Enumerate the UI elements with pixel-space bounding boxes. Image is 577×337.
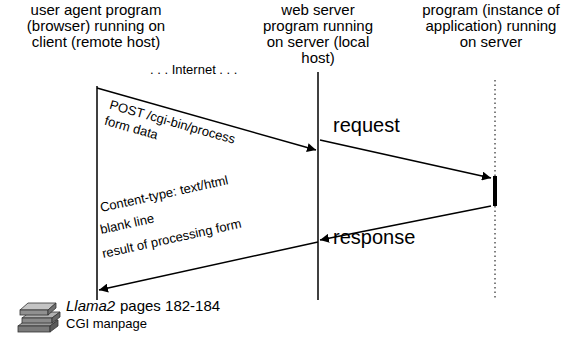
reference-manpage: CGI manpage (66, 316, 147, 332)
reference-pages: pages 182-184 (120, 298, 220, 314)
step-label: request (333, 114, 400, 136)
step-label: response (333, 226, 415, 248)
request-arrow (320, 140, 491, 178)
books-icon (18, 303, 60, 332)
column-heading: web server program running on server (lo… (257, 2, 379, 66)
column-heading: program (instance of application) runnin… (421, 2, 561, 50)
message-label: Content-type: text/html (99, 172, 230, 216)
network-note: . . . Internet . . . (150, 62, 237, 78)
post-arrow (97, 88, 316, 150)
server-lifeline (317, 72, 319, 300)
column-heading: user agent program (browser) running on … (8, 2, 184, 50)
activation-bar (493, 176, 497, 206)
client-lifeline (96, 86, 98, 300)
reference-title: Llama2 (66, 298, 115, 314)
